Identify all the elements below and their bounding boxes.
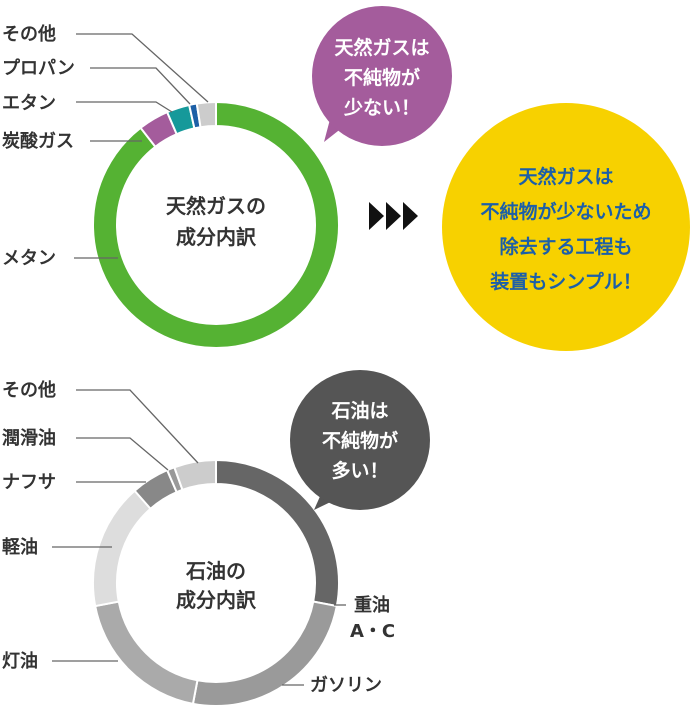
gas-slice-0 <box>92 100 340 349</box>
oil-bubble-line2: 不純物が <box>322 429 398 452</box>
gas-label-co2: 炭酸ガス <box>2 130 74 152</box>
gas-label-other: その他 <box>2 23 56 45</box>
gas-label-propane: プロパン <box>2 57 75 79</box>
oil-label-other: その他 <box>2 379 56 401</box>
gas-center-title-line1: 天然ガスの <box>166 194 266 218</box>
gas-leader-propane <box>90 67 191 105</box>
conclusion-line1: 天然ガスは <box>518 165 613 188</box>
conclusion-line4: 装置もシンプル！ <box>489 270 641 293</box>
oil-leader-other <box>76 389 199 464</box>
gas-bubble-line2: 不純物が <box>344 66 420 89</box>
conclusion-circle: 天然ガスは 不純物が少ないため 除去する工程も 装置もシンプル！ <box>442 103 690 351</box>
oil-label-heavy-oil-line1: 重油 <box>354 594 390 616</box>
gas-speech-bubble: 天然ガスは 不純物が 少ない！ <box>312 6 452 146</box>
oil-bubble-circle <box>290 370 430 510</box>
oil-composition-donut <box>92 458 340 707</box>
oil-slice-3 <box>92 489 152 608</box>
gas-label-methane: メタン <box>2 248 56 269</box>
gas-bubble-line1: 天然ガスは <box>334 36 429 59</box>
conclusion-line3: 除去する工程も <box>499 235 632 258</box>
oil-bubble-line3: 多い！ <box>331 459 388 482</box>
gas-bubble-line3: 少ない！ <box>343 97 420 119</box>
oil-label-kerosene: 灯油 <box>2 650 38 672</box>
oil-slice-labels: その他 潤滑油 ナフサ 軽油 灯油 ガソリン 重油 A・C <box>2 379 395 696</box>
conclusion-line2: 不純物が少ないため <box>480 200 651 223</box>
oil-center-title-line2: 成分内訳 <box>176 588 257 612</box>
oil-leader-lubricant <box>76 437 169 471</box>
oil-speech-bubble: 石油は 不純物が 多い！ <box>290 370 430 510</box>
oil-bubble-line1: 石油は <box>330 400 388 422</box>
gas-leader-other <box>76 33 209 103</box>
gas-bubble-circle <box>312 6 452 146</box>
gas-composition-donut <box>92 100 340 349</box>
gas-slice-labels: その他 プロパン エタン 炭酸ガス メタン <box>2 23 75 269</box>
oil-label-light-oil: 軽油 <box>2 536 38 558</box>
oil-label-heavy-oil-line2: A・C <box>350 621 395 642</box>
triple-arrow-icon <box>369 202 418 230</box>
oil-label-lubricant: 潤滑油 <box>2 427 56 449</box>
gas-leader-lines <box>74 33 209 259</box>
oil-slice-2 <box>94 600 199 705</box>
oil-label-naphtha: ナフサ <box>2 472 56 493</box>
conclusion-circle-bg <box>442 103 690 351</box>
gas-label-ethane: エタン <box>2 93 56 114</box>
gas-leader-ethane <box>76 101 173 113</box>
oil-center-title-line1: 石油の <box>185 559 246 583</box>
gas-slice-4 <box>195 100 217 129</box>
oil-leader-lines <box>52 389 346 686</box>
oil-slice-6 <box>173 458 217 492</box>
gas-center-title-line2: 成分内訳 <box>176 225 257 249</box>
oil-label-gasoline: ガソリン <box>310 675 382 696</box>
